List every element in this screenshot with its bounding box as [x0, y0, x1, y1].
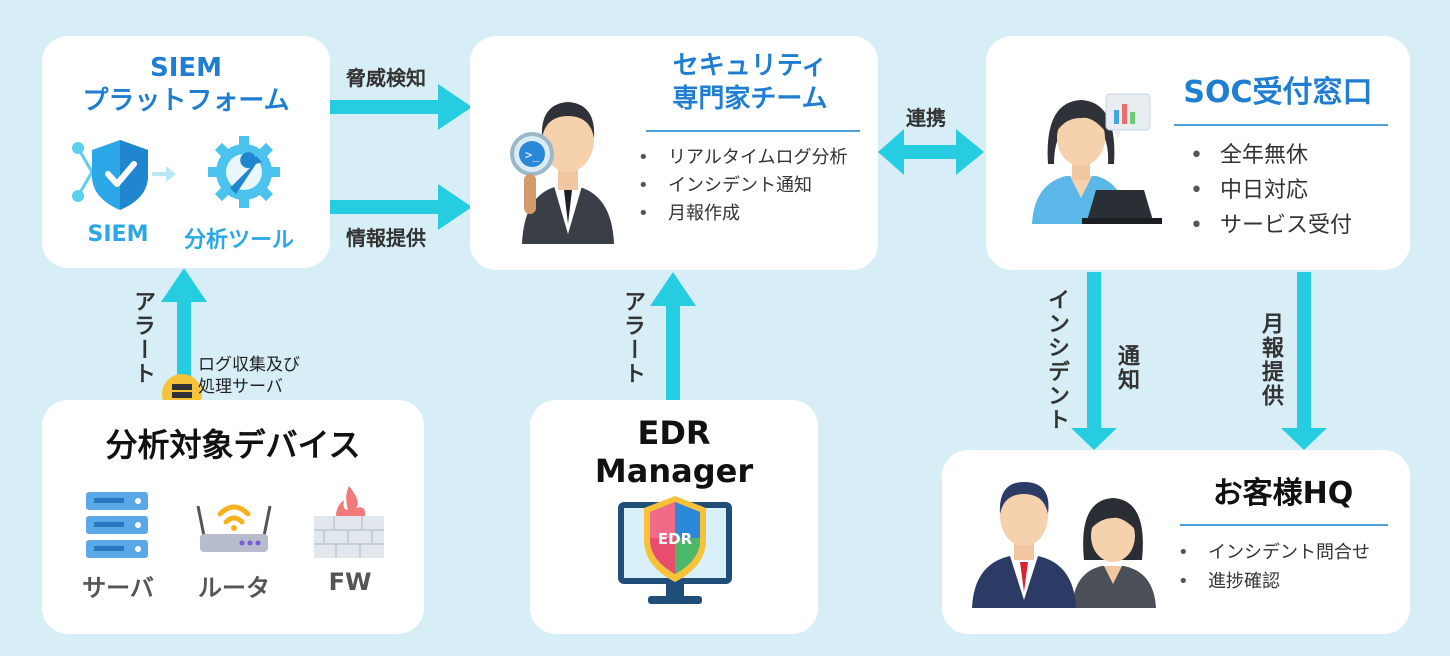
- edr-badge-text: EDR: [658, 530, 693, 548]
- team-title-line1: セキュリティ: [672, 51, 828, 81]
- arrow-info-provision: [328, 184, 472, 230]
- label-alert-left: アラート: [130, 290, 155, 386]
- arrow-monthly-report: [1281, 272, 1327, 450]
- server-label: サーバ: [82, 574, 154, 602]
- label-incident: インシデント: [1044, 288, 1069, 432]
- analysis-tool-label: 分析ツール: [183, 228, 294, 253]
- soc-title: SOC受付窓口: [1183, 75, 1373, 110]
- edr-card: EDR Manager EDR: [530, 400, 818, 634]
- edr-monitor-icon: EDR: [618, 496, 732, 604]
- soc-card: SOC受付窓口 全年無休 中日対応 サービス受付: [986, 36, 1410, 270]
- list-item: インシデント問合せ: [1178, 538, 1370, 567]
- edr-title-line2: Manager: [594, 452, 754, 491]
- customer-title: お客様HQ: [1212, 476, 1354, 511]
- team-divider: [646, 130, 860, 132]
- label-threat-detection: 脅威検知: [346, 66, 426, 90]
- soc-bullets: 全年無休 中日対応 サービス受付: [1190, 138, 1352, 243]
- arrow-incident: [1071, 272, 1117, 450]
- edr-title: EDR Manager: [530, 414, 818, 491]
- list-item: インシデント通知: [638, 172, 847, 200]
- list-item: サービス受付: [1190, 208, 1352, 243]
- arrow-cooperation: [878, 129, 984, 175]
- customer-card: お客様HQ インシデント問合せ 進捗確認: [942, 450, 1410, 634]
- arrow-alert-center: [650, 272, 696, 400]
- siem-card: SIEM プラットフォーム SIEM 分析ツール: [42, 36, 330, 268]
- siem-title: SIEM プラットフォーム: [42, 52, 330, 117]
- router-icon: [196, 504, 272, 552]
- svg-text:>_: >_: [525, 148, 540, 162]
- customer-divider: [1180, 524, 1388, 526]
- shield-icon: [72, 140, 176, 210]
- wrench-gear-icon: [208, 136, 280, 208]
- devices-card: 分析対象デバイス: [42, 400, 424, 634]
- customer-bullets: インシデント問合せ 進捗確認: [1178, 538, 1370, 596]
- siem-title-line2: プラットフォーム: [82, 85, 290, 116]
- customers-avatar: [972, 482, 1156, 608]
- log-server-label: ログ収集及び 処理サーバ: [198, 354, 300, 398]
- firewall-icon: [314, 486, 384, 558]
- operator-avatar: [1032, 93, 1162, 224]
- list-item: 中日対応: [1190, 173, 1352, 208]
- router-label: ルータ: [198, 574, 270, 602]
- server-icon: [86, 492, 148, 558]
- list-item: 進捗確認: [1178, 567, 1370, 596]
- label-notification: 通知: [1114, 344, 1139, 392]
- label-cooperation: 連携: [906, 106, 946, 130]
- siem-title-line1: SIEM: [149, 53, 223, 83]
- list-item: リアルタイムログ分析: [638, 144, 847, 172]
- security-expert-avatar: >_: [510, 102, 614, 244]
- arrow-alert-left: [161, 268, 207, 380]
- team-bullets: リアルタイムログ分析 インシデント通知 月報作成: [638, 144, 847, 228]
- team-title: セキュリティ 専門家チーム: [640, 50, 860, 115]
- list-item: 全年無休: [1190, 138, 1352, 173]
- log-server-line1: ログ収集及び: [198, 355, 300, 375]
- label-monthly-report: 月報提供: [1258, 312, 1283, 408]
- log-server-line2: 処理サーバ: [198, 377, 283, 397]
- edr-title-line1: EDR: [637, 414, 711, 452]
- siem-icon-label: SIEM: [87, 222, 149, 247]
- devices-title: 分析対象デバイス: [105, 426, 361, 464]
- label-info-provision: 情報提供: [346, 226, 426, 250]
- label-alert-center: アラート: [620, 290, 645, 386]
- fw-label: FW: [328, 568, 372, 596]
- soc-divider: [1174, 124, 1388, 126]
- list-item: 月報作成: [638, 200, 847, 228]
- security-team-card: >_ セキュリティ 専門家チーム リアルタイムログ分析 インシデント通知 月報作…: [470, 36, 878, 270]
- arrow-threat-detection: [328, 84, 472, 130]
- team-title-line2: 専門家チーム: [672, 83, 828, 114]
